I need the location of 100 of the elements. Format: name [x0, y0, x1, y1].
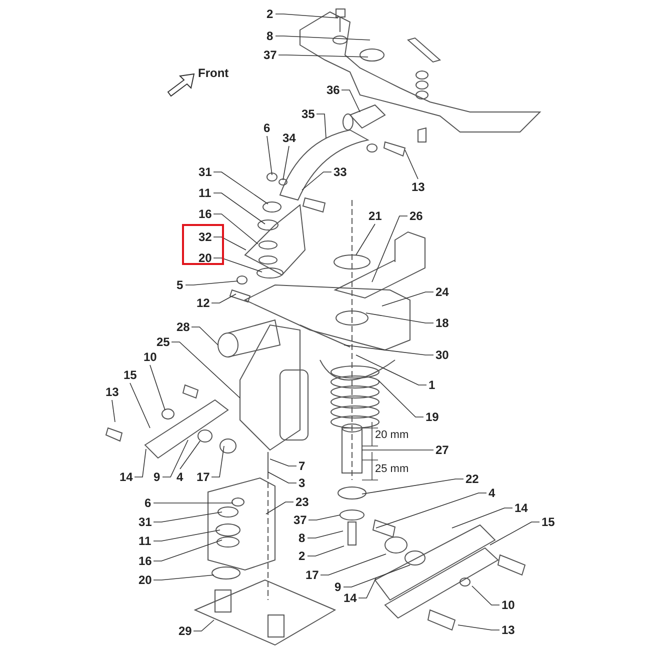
leader-line: [213, 192, 266, 224]
leader-line: [213, 258, 262, 272]
leader-line: [153, 540, 222, 562]
leader-line: [266, 136, 272, 176]
leader-line: [343, 564, 410, 588]
callout-number: 15: [124, 368, 137, 382]
leader-line: [366, 312, 434, 324]
leader-line: [308, 514, 340, 520]
callout-number: 33: [334, 165, 347, 179]
leader-line: [150, 364, 166, 410]
callout-number: 25: [156, 335, 170, 349]
callout-number: 35: [302, 107, 315, 121]
callout-number: 11: [138, 534, 152, 548]
callout-number: 34: [282, 131, 296, 145]
callout-number: 17: [196, 470, 210, 484]
leader-line: [362, 478, 464, 494]
leader-line: [134, 448, 146, 478]
callout-number: 12: [196, 296, 210, 310]
leader-line: [302, 172, 332, 190]
leader-line: [112, 400, 116, 422]
leader-line: [316, 114, 326, 138]
callout-number: 13: [502, 623, 515, 637]
leader-line: [278, 54, 368, 58]
callout-number: 4: [176, 470, 184, 484]
leader-line: [130, 382, 150, 428]
leader-line: [378, 380, 424, 418]
callout-number: 22: [466, 472, 479, 486]
callout-number: 31: [138, 515, 152, 529]
leader-line: [213, 236, 246, 250]
leader-line: [341, 90, 360, 112]
callout-number: 19: [426, 410, 439, 424]
callout-number: 27: [436, 443, 449, 457]
callout-number: 10: [502, 598, 515, 612]
callout-number: 21: [368, 209, 382, 223]
callout-number: 15: [542, 515, 555, 529]
leader-line: [266, 502, 294, 514]
callout-number: 13: [412, 180, 425, 194]
callout-number: 14: [514, 501, 528, 515]
callout-number: 7: [298, 459, 306, 473]
callout-number: 29: [178, 624, 192, 638]
leader-line: [275, 14, 338, 18]
leader-line: [382, 292, 434, 306]
leader-line: [344, 344, 434, 356]
callout-number: 23: [296, 495, 309, 509]
callout-number: 5: [176, 278, 184, 292]
leader-line: [275, 36, 370, 40]
leader-line: [307, 530, 344, 538]
leader-line: [452, 508, 513, 528]
callout-number: 8: [298, 531, 306, 545]
leader-line: [268, 472, 297, 484]
callout-number: 6: [264, 121, 270, 135]
callout-number: 31: [198, 165, 212, 179]
callout-number: 17: [306, 568, 319, 582]
leader-line: [358, 578, 376, 598]
callout-number: 26: [410, 209, 423, 223]
leader-line: [213, 214, 258, 244]
callout-number: 37: [294, 513, 307, 527]
leader-line: [472, 586, 500, 606]
leader-line: [180, 440, 200, 470]
leader-line: [153, 512, 222, 522]
callout-number: 14: [344, 591, 357, 605]
leader-line: [153, 574, 214, 580]
callout-number: 16: [138, 554, 152, 568]
leader-line: [490, 522, 540, 546]
leader-line: [404, 150, 418, 180]
leader-line: [356, 354, 427, 386]
callout-number: 9: [334, 580, 342, 594]
callout-number: 1: [428, 378, 436, 392]
leader-line: [282, 146, 290, 180]
callout-number: 2: [298, 549, 306, 563]
leader-line: [211, 294, 236, 304]
leader-line: [458, 624, 500, 630]
leader-line: [193, 620, 214, 632]
callout-number: 30: [436, 348, 449, 362]
leader-line: [320, 554, 386, 576]
callout-number: 8: [266, 29, 274, 43]
callout-number: 13: [106, 385, 119, 399]
callout-number: 37: [264, 48, 277, 62]
callout-number: 18: [436, 316, 449, 330]
leader-line: [372, 216, 408, 282]
leader-line: [171, 342, 240, 398]
callout-number: 2: [266, 7, 274, 21]
callout-number: 16: [198, 207, 212, 221]
leader-line: [153, 530, 220, 542]
leader-line: [191, 326, 218, 346]
dimension-label: 25 mm: [375, 463, 409, 475]
callout-number: 4: [488, 486, 496, 500]
leader-line: [270, 458, 297, 466]
callout-number: 9: [154, 470, 160, 484]
leader-line: [162, 440, 188, 478]
callout-number: 10: [144, 350, 157, 364]
callout-number: 20: [138, 573, 152, 587]
direction-label: Front: [198, 66, 229, 80]
dimension-label: 20 mm: [375, 429, 409, 441]
callout-number: 3: [298, 476, 306, 490]
leader-line: [213, 172, 268, 204]
callout-number: 6: [144, 496, 152, 510]
leader-line: [307, 546, 344, 556]
callout-number: 24: [436, 285, 449, 299]
highlight-frame: [182, 224, 224, 265]
